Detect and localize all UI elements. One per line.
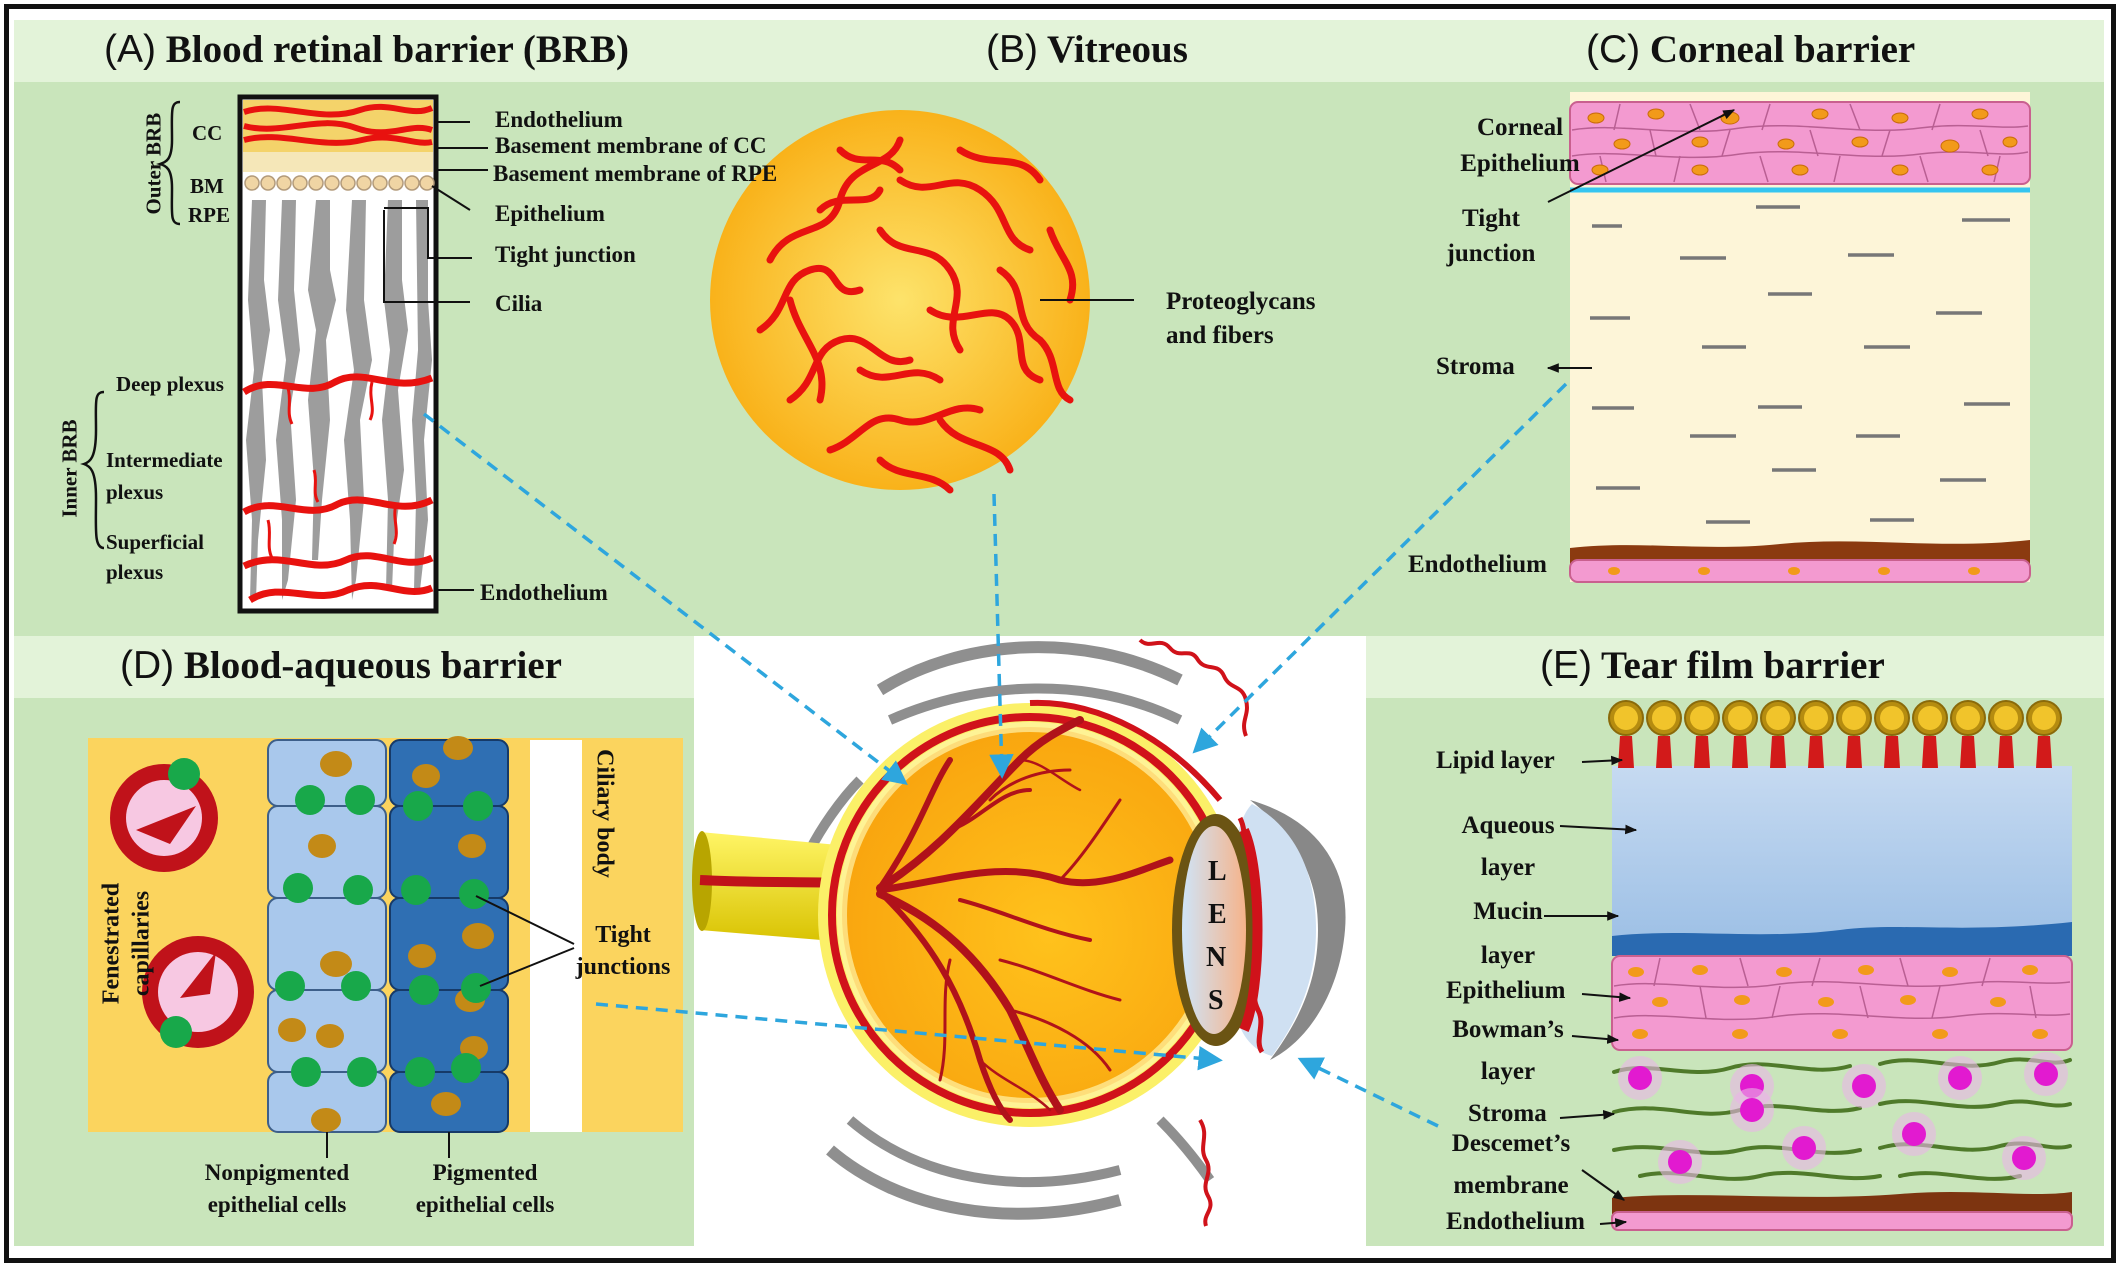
header-band-top <box>14 20 2104 82</box>
connector-arrows <box>422 382 1568 1128</box>
label-c-tight-junction-2: junction <box>1446 240 1536 267</box>
label-nonpigmented-1: Nonpigmented <box>204 1160 350 1185</box>
label-nonpigmented-2: epithelial cells <box>207 1192 347 1217</box>
ciliary-epithelium <box>88 736 683 1158</box>
label-cc: CC <box>192 121 223 145</box>
label-mucin-layer-2: layer <box>1480 942 1536 969</box>
label-deep-plexus: Deep plexus <box>116 372 224 396</box>
label-c-stroma: Stroma <box>1436 353 1515 380</box>
label-tight-junctions-1: Tight <box>595 922 651 948</box>
lens-letter-l: L <box>1208 856 1227 887</box>
label-bm: BM <box>190 174 224 198</box>
panel-d-title-text: Blood-aqueous barrier <box>183 644 562 687</box>
label-a-tight-junction: Tight junction <box>495 242 636 267</box>
eye-cross-section: L E N S <box>692 638 1346 1227</box>
label-cilia: Cilia <box>495 291 543 316</box>
lens-letter-s: S <box>1208 985 1224 1016</box>
label-corneal-epithelium-2: Epithelium <box>1460 150 1580 177</box>
panel-a-letter: (A) <box>104 28 156 71</box>
label-proteoglycans-2: and fibers <box>1166 322 1274 349</box>
label-ciliary-body: Ciliary body <box>591 749 618 878</box>
label-tight-junctions-2: junctions <box>575 954 671 980</box>
label-a-endothelium-top: Endothelium <box>495 107 623 132</box>
label-aqueous-layer-2: layer <box>1480 854 1536 881</box>
panel-b-letter: (B) <box>986 28 1038 71</box>
cornea-block <box>1546 92 2031 583</box>
panel-b-title-text: Vitreous <box>1047 28 1188 71</box>
label-pigmented-2: epithelial cells <box>415 1192 555 1217</box>
label-a-epithelium: Epithelium <box>495 201 605 226</box>
label-descemets-membrane-2: membrane <box>1453 1172 1569 1199</box>
label-corneal-epithelium-1: Corneal <box>1476 114 1564 141</box>
label-intermediate-plexus-2: plexus <box>106 480 164 504</box>
label-outer-brb: Outer BRB <box>141 112 166 215</box>
panel-e-title-text: Tear film barrier <box>1601 644 1885 687</box>
lens-letter-n: N <box>1206 942 1226 973</box>
panel-c-title: (C) Corneal barrier <box>1586 27 1915 72</box>
retina-column <box>80 94 488 614</box>
header-band-middle-right <box>1366 636 2104 698</box>
header-band-middle-left <box>14 636 694 698</box>
lens-letter-e: E <box>1208 899 1227 930</box>
label-a-endothelium-bottom: Endothelium <box>480 580 608 605</box>
panel-d-letter: (D) <box>120 644 175 687</box>
panel-a-title-text: Blood retinal barrier (BRB) <box>165 28 630 71</box>
tear-film-layers <box>1544 700 2073 1231</box>
label-mucin-layer-1: Mucin <box>1473 898 1543 925</box>
label-superficial-plexus-1: Superficial <box>106 530 204 554</box>
label-c-endothelium: Endothelium <box>1408 551 1547 578</box>
label-basement-membrane-cc: Basement membrane of CC <box>495 133 767 158</box>
panel-c-letter: (C) <box>1586 28 1641 71</box>
label-superficial-plexus-2: plexus <box>106 560 164 584</box>
label-descemets-membrane-1: Descemet’s <box>1451 1130 1571 1157</box>
label-lipid-layer: Lipid layer <box>1436 747 1555 774</box>
label-pigmented-1: Pigmented <box>432 1160 538 1185</box>
panel-e-title: (E) Tear film barrier <box>1540 643 1885 688</box>
label-c-tight-junction-1: Tight <box>1462 205 1520 232</box>
label-bowmans-layer-2: layer <box>1480 1058 1536 1085</box>
label-e-endothelium: Endothelium <box>1446 1208 1585 1235</box>
vitreous-sphere <box>710 110 1134 494</box>
panel-c-title-text: Corneal barrier <box>1649 28 1916 71</box>
label-inner-brb: Inner BRB <box>57 419 82 518</box>
label-fenestrated-capillaries-2: capillaries <box>128 890 155 997</box>
label-bowmans-layer-1: Bowman’s <box>1452 1016 1564 1043</box>
label-e-stroma: Stroma <box>1468 1100 1547 1127</box>
panel-d-title: (D) Blood-aqueous barrier <box>120 643 562 688</box>
panel-e-letter: (E) <box>1540 644 1592 687</box>
label-aqueous-layer-1: Aqueous <box>1461 812 1555 839</box>
label-proteoglycans-1: Proteoglycans <box>1166 288 1316 315</box>
label-fenestrated-capillaries-1: Fenestrated <box>98 882 125 1005</box>
label-intermediate-plexus-1: Intermediate <box>106 448 223 472</box>
label-e-epithelium: Epithelium <box>1446 977 1566 1004</box>
panel-a-title: (A) Blood retinal barrier (BRB) <box>104 27 629 72</box>
panel-b-title: (B) Vitreous <box>986 27 1188 72</box>
label-basement-membrane-rpe: Basement membrane of RPE <box>493 161 778 186</box>
label-rpe: RPE <box>188 203 230 227</box>
